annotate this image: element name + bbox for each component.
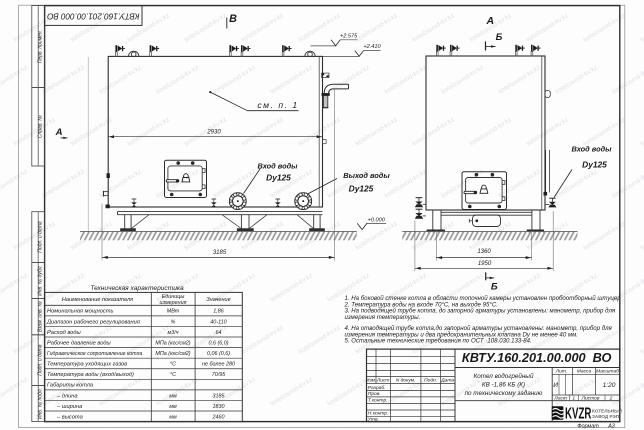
svg-text:70/95: 70/95 — [212, 372, 226, 378]
svg-text:2460: 2460 — [212, 414, 225, 420]
svg-text:Н.контр.: Н.контр. — [368, 411, 389, 417]
svg-text:+2.410: +2.410 — [363, 44, 381, 50]
svg-text:Dy125: Dy125 — [349, 184, 374, 194]
svg-text:Подп. и дата: Подп. и дата — [38, 344, 44, 376]
svg-text:Дата: Дата — [440, 378, 454, 384]
svg-text:ЗАВОД РЭП: ЗАВОД РЭП — [592, 414, 619, 419]
svg-text:Подп.: Подп. — [424, 378, 437, 384]
svg-text:мм: мм — [169, 404, 177, 410]
svg-text:не более 280: не более 280 — [202, 362, 235, 368]
svg-text:Инв. № дубл.: Инв. № дубл. — [38, 265, 44, 296]
svg-text:Рабочее давление воды: Рабочее давление воды — [47, 340, 112, 346]
svg-text:– длина: – длина — [56, 393, 78, 399]
svg-text:Гидравлическое сопротивление к: Гидравлическое сопротивление котла — [47, 351, 142, 357]
svg-text:мм: мм — [169, 414, 177, 420]
svg-text:2930: 2930 — [206, 130, 221, 136]
svg-text:Разраб.: Разраб. — [368, 385, 386, 391]
svg-text:Справ. №: Справ. № — [38, 115, 44, 138]
svg-text:А3: А3 — [607, 424, 615, 430]
svg-text:измерения: измерения — [160, 300, 187, 306]
svg-text:Формат: Формат — [577, 424, 599, 430]
svg-text:1950: 1950 — [478, 261, 492, 267]
svg-text:Лист: Лист — [553, 396, 567, 402]
svg-text:2: 2 — [609, 396, 613, 402]
svg-text:Dy125: Dy125 — [582, 159, 607, 169]
svg-text:А: А — [55, 127, 63, 138]
svg-text:Расход воды: Расход воды — [47, 330, 81, 336]
svg-text:Лист: Лист — [376, 378, 390, 384]
svg-text:мм: мм — [169, 393, 177, 399]
svg-text:+0.000: +0.000 — [368, 218, 386, 224]
svg-text:– ширина: – ширина — [56, 404, 82, 410]
svg-text:Пров.: Пров. — [368, 391, 381, 397]
svg-text:Котел водогрейный: Котел водогрейный — [474, 372, 534, 380]
svg-text:N докум.: N докум. — [396, 378, 416, 384]
svg-text:3185: 3185 — [213, 250, 227, 256]
svg-text:3185: 3185 — [213, 393, 226, 399]
svg-text:МПа (кгс/см2): МПа (кгс/см2) — [155, 340, 190, 346]
svg-text:Выход воды: Выход воды — [343, 171, 390, 180]
svg-text:Б: Б — [496, 32, 503, 43]
svg-text:Номинальная мощность: Номинальная мощность — [47, 309, 113, 315]
svg-text:Утв.: Утв. — [368, 417, 379, 423]
svg-text:КОТЕЛЬНЫЙ: КОТЕЛЬНЫЙ — [592, 407, 622, 414]
svg-text:Инв. № подл.: Инв. № подл. — [38, 388, 44, 419]
svg-text:Листов: Листов — [581, 396, 600, 402]
svg-text:Лит.: Лит. — [555, 368, 567, 374]
svg-text:измерения температуры.: измерения температуры. — [345, 314, 421, 321]
svg-text:1360: 1360 — [477, 249, 491, 255]
svg-text:0,6 (6,0): 0,6 (6,0) — [208, 340, 228, 346]
svg-text:Вход воды: Вход воды — [258, 161, 299, 170]
svg-text:Вход воды: Вход воды — [572, 144, 613, 153]
svg-text:измерения температуры и два пр: измерения температуры и два предохраните… — [345, 331, 578, 338]
svg-text:КВТУ.160.201.00.000 ВО: КВТУ.160.201.00.000 ВО — [462, 350, 612, 365]
svg-text:Б: Б — [491, 281, 498, 292]
svg-text:см. п. 1: см. п. 1 — [257, 100, 298, 110]
svg-text:°С: °С — [170, 362, 176, 368]
svg-text:40-110: 40-110 — [210, 319, 226, 325]
svg-text:64: 64 — [216, 330, 222, 336]
svg-text:Взам. инв. №: Взам. инв. № — [38, 301, 44, 333]
svg-text:МВт: МВт — [167, 309, 180, 315]
svg-text:КВТУ.160.201.00.000 ВО: КВТУ.160.201.00.000 ВО — [46, 11, 139, 20]
svg-text:Т.контр.: Т.контр. — [368, 398, 388, 404]
svg-text:Масштаб: Масштаб — [596, 368, 619, 374]
svg-text:Габариты котла: Габариты котла — [47, 383, 93, 389]
svg-text:1: 1 — [572, 396, 575, 402]
svg-text:А: А — [486, 15, 495, 27]
svg-text:– высота: – высота — [56, 414, 83, 420]
svg-text:2. Температура воды на входе: 2. Температура воды на входе 70°С, на вы… — [344, 301, 498, 308]
svg-text:1. На боковой стенке котла в: 1. На боковой стенке котла в области топ… — [345, 295, 622, 302]
svg-text:5. Остальные технические треб: 5. Остальные технические требования по О… — [345, 338, 532, 345]
svg-text:3. На подводящей трубе котла,: 3. На подводящей трубе котла, до запорно… — [345, 308, 616, 315]
svg-text:Техническая характеристика: Техническая характеристика — [90, 285, 184, 292]
svg-text:И: И — [553, 382, 558, 389]
svg-text:Перв. примен.: Перв. примен. — [38, 30, 44, 63]
svg-text:Диапазон рабочего регулировани: Диапазон рабочего регулирования — [46, 319, 140, 325]
svg-text:КВ -1,86 КБ (К): КВ -1,86 КБ (К) — [482, 381, 525, 388]
svg-text:Единицы: Единицы — [162, 294, 185, 300]
svg-text:Температура воды (вход/выход): Температура воды (вход/выход) — [47, 372, 134, 378]
svg-text:1:20: 1:20 — [603, 382, 616, 389]
svg-text:1,86: 1,86 — [213, 309, 224, 315]
svg-text:м3/ч: м3/ч — [168, 330, 179, 336]
svg-text:Значение: Значение — [206, 297, 231, 303]
svg-text:%: % — [171, 319, 176, 325]
svg-text:+2.575: +2.575 — [340, 33, 358, 39]
svg-text:Масса: Масса — [577, 368, 592, 374]
svg-text:по техническому заданию: по техническому заданию — [465, 389, 543, 397]
svg-text:0,06 (0,6): 0,06 (0,6) — [207, 351, 230, 357]
svg-text:KVZR: KVZR — [565, 404, 592, 422]
svg-text:4. На отводящей трубе котла,д: 4. На отводящей трубе котла,до запорной … — [345, 325, 613, 332]
svg-text:Dy125: Dy125 — [266, 173, 291, 183]
svg-text:В: В — [229, 13, 237, 25]
svg-text:Температура уходящих газов: Температура уходящих газов — [47, 362, 127, 368]
svg-text:Наименование показателя: Наименование показателя — [62, 297, 133, 303]
svg-text:1830: 1830 — [213, 404, 225, 410]
svg-text:°С: °С — [170, 372, 176, 378]
svg-text:МПа (кгс/см2): МПа (кгс/см2) — [155, 351, 190, 357]
svg-text:Подп. и дата: Подп. и дата — [38, 221, 44, 253]
svg-text:Изм.: Изм. — [366, 378, 376, 384]
